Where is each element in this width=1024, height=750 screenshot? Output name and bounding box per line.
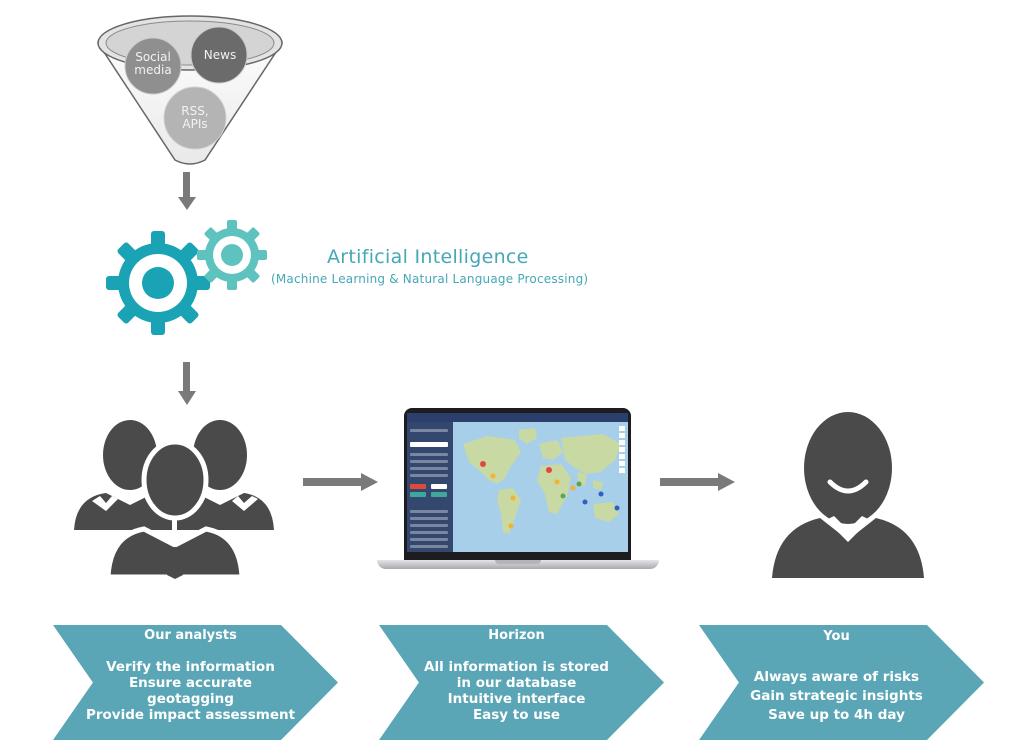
horizon-app-screenshot [407,413,628,552]
arrow-down-icon [177,362,197,406]
bubble-news [190,26,248,84]
user-person-icon [768,400,928,585]
world-map [453,422,628,552]
stage-you: You Always aware of risks Gain strategic… [699,625,984,740]
ai-subtitle: (Machine Learning & Natural Language Pro… [271,272,589,286]
bubble-news-label: News [203,48,237,62]
bubble-social-label: Social media [134,50,172,77]
stage-title: You [823,629,850,644]
stage-title: Our analysts [144,628,237,643]
gears-icon [100,215,270,340]
laptop-base [377,560,659,569]
stage-horizon: Horizon All information is stored in our… [379,625,664,740]
bubble-social-media [124,37,182,95]
laptop-notch [495,560,541,564]
app-sidebar [407,422,453,552]
bubble-rss-label: RSS, APIs [181,104,209,131]
source-funnel: Social media News RSS, APIs [95,8,285,168]
bubble-rss-apis [163,86,227,150]
arrow-right-icon [660,472,736,492]
stage-analysts: Our analysts Verify the information Ensu… [53,625,338,740]
ai-title: Artificial Intelligence [327,246,529,268]
app-topbar [407,413,628,422]
arrow-down-icon [177,172,197,212]
analysts-group-icon [72,405,277,580]
arrow-right-icon [303,472,379,492]
stage-title: Horizon [488,628,545,643]
